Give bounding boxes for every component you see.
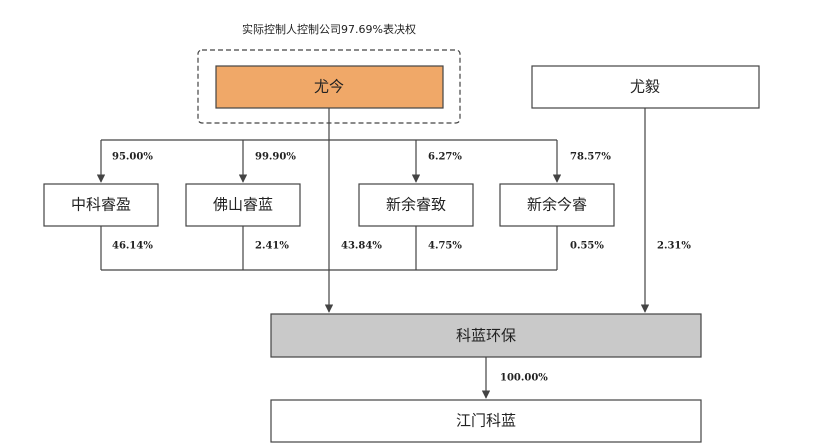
node-jiangmen-kelan: 江门科蓝 [270,399,702,443]
control-note: 实际控制人控制公司97.69%表决权 [242,22,416,36]
pct-xinyu-jinrui-kelan: 0.55% [570,241,604,252]
node-zhongke-ruiying: 中科睿盈 [43,183,159,227]
pct-foshan-kelan: 2.41% [255,241,289,252]
node-xinyu-jinrui: 新余今睿 [499,183,615,227]
node-youyi: 尤毅 [531,65,760,109]
pct-youjin-zhongke: 95.00% [112,152,153,163]
node-zhongke-ruiying-label: 中科睿盈 [71,196,131,214]
node-youjin-label: 尤今 [314,78,344,96]
node-youyi-label: 尤毅 [630,78,660,96]
pct-youjin-foshan: 99.90% [255,152,296,163]
node-foshan-ruilan: 佛山睿蓝 [185,183,301,227]
pct-zhongke-kelan: 46.14% [112,241,153,252]
node-youjin: 尤今 [215,65,444,109]
pct-youyi-kelan: 2.31% [657,241,691,252]
pct-kelan-jiangmen: 100.00% [500,373,548,384]
pct-youjin-kelan: 43.84% [341,241,382,252]
pct-xinyu-ruizhi-kelan: 4.75% [428,241,462,252]
pct-youjin-xinyu-ruizhi: 6.27% [428,152,462,163]
node-kelan-huanbao: 科蓝环保 [270,313,702,358]
node-xinyu-ruizhi: 新余睿致 [358,183,474,227]
node-foshan-ruilan-label: 佛山睿蓝 [213,196,273,214]
pct-youjin-xinyu-jinrui: 78.57% [570,152,611,163]
node-kelan-huanbao-label: 科蓝环保 [456,327,516,345]
node-jiangmen-kelan-label: 江门科蓝 [456,412,516,430]
node-xinyu-ruizhi-label: 新余睿致 [386,196,446,214]
node-xinyu-jinrui-label: 新余今睿 [527,196,587,214]
